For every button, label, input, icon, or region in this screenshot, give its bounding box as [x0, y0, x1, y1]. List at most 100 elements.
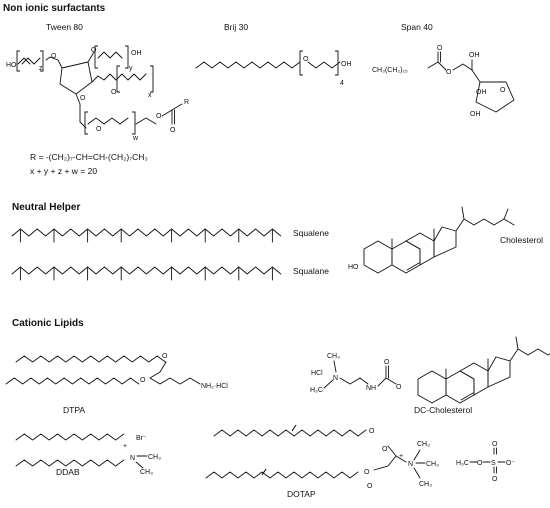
brij30-label: Brij 30: [224, 22, 248, 32]
tween80-y-unit: [97, 51, 123, 59]
squalane-methyl-branches: [19, 266, 273, 281]
dotap-ch3-bottom: CH₃: [419, 481, 432, 488]
brij30-peg-unit: [307, 61, 341, 69]
tween80-ring-o: O: [80, 95, 86, 102]
span40-ring-o: O: [500, 87, 506, 94]
mesulfate-o-minus: O⁻: [506, 460, 515, 467]
span40-label: Span 40: [401, 22, 433, 32]
section-title-cationic: Cationic Lipids: [12, 318, 84, 329]
brij30-structure: Brij 30 O OH 4: [195, 22, 352, 87]
tween80-ester-chain: [135, 117, 157, 125]
section-title-nonionic: Non ionic surfactants: [3, 3, 106, 14]
dc-chol-carbamate: [377, 377, 397, 387]
tween80-z-bracket-left: [16, 50, 20, 72]
span40-ester-bond: [437, 61, 447, 71]
squalene-label: Squalene: [293, 228, 329, 238]
dc-chol-ester-o: O: [396, 384, 402, 391]
brij30-bracket-right: [335, 50, 339, 76]
dotap-ch3-top: CH₃: [417, 441, 430, 448]
ddab-chain-2: [15, 459, 125, 467]
mesulfate-s: S: [491, 460, 496, 467]
span40-chain-link: [427, 61, 439, 69]
tween80-oh-y: OH: [131, 50, 142, 57]
dc-chol-ethyl: [339, 377, 369, 385]
brij30-oh: OH: [341, 61, 352, 68]
dtpa-label: DTPA: [63, 405, 85, 415]
cholesterol-ho: HO: [348, 264, 359, 271]
span40-oh-low: OH: [470, 111, 481, 118]
dtpa-backbone: [149, 361, 201, 385]
span40-oh-mid: OH: [476, 89, 487, 96]
dotap-chain-2: [205, 471, 359, 479]
dc-chol-core: [417, 336, 550, 404]
ddab-ch3-2: CH₃: [148, 454, 161, 461]
dtpa-o1: O: [162, 353, 168, 360]
tween80-r-definition: R = -(CH₂)₇-CH=CH-(CH₂)₇CH₃: [30, 152, 148, 162]
span40-structure: Span 40 CH₃(CH₂)₁₅ O O OH O OH OH: [372, 22, 515, 118]
tween80-x-link: [91, 75, 99, 83]
dc-chol-hcl: HCl: [311, 370, 323, 377]
tween80-idx-x: x: [148, 92, 152, 99]
dc-cholesterol-label: DC-Cholesterol: [414, 405, 472, 415]
squalane-structure: Squalane: [11, 266, 329, 281]
dtpa-amine: NH₂·HCl: [201, 383, 228, 390]
dotap-chain-1: [213, 429, 367, 437]
tween80-z-chain-bond: [17, 57, 31, 65]
brij30-n: 4: [340, 80, 344, 87]
ddab-structure: + N Br⁻ CH₃ CH₃ DDAB: [15, 433, 161, 477]
tween80-r: R: [184, 99, 189, 106]
dotap-carbonyl-o2: O: [367, 483, 373, 490]
tween80-y-bracket-right: [125, 45, 129, 69]
dc-chol-ch3-top: CH₃: [327, 353, 340, 360]
tween80-w-link: [75, 93, 87, 129]
dotap-glycerol: [373, 445, 397, 471]
tween80-y-link: [87, 51, 95, 63]
ddab-chain-1: [15, 433, 125, 441]
dtpa-o2: O: [140, 377, 146, 384]
mesulfate-h3c: H₃C: [456, 460, 469, 467]
tween80-w-unit: [87, 117, 129, 125]
mesulfate-o-bottom: O: [492, 476, 498, 483]
dotap-carbonyl-o1: O: [369, 428, 375, 435]
tween80-z-bracket-right: [40, 50, 44, 72]
dotap-ester-o1: O: [382, 446, 388, 453]
dotap-label: DOTAP: [287, 489, 316, 499]
dotap-ester-o2: O: [364, 469, 370, 476]
tween80-o-x: O: [111, 89, 117, 96]
tween80-idx-y: y: [129, 65, 133, 72]
span40-ring-link: [471, 69, 481, 83]
dc-chol-nh: NH: [366, 385, 376, 392]
squalene-methyl-branches: [19, 228, 273, 243]
ddab-label: DDAB: [56, 467, 80, 477]
ddab-ch3: CH₃: [140, 469, 153, 476]
ddab-br: Br⁻: [136, 435, 147, 442]
tween80-o-z: O: [51, 53, 57, 60]
tween80-y-bracket-left: [94, 45, 98, 69]
dotap-n-link: [395, 455, 407, 463]
dotap-cis-1: [291, 424, 297, 432]
dc-chol-steroid: [417, 336, 550, 404]
section-title-neutral: Neutral Helper: [12, 202, 80, 213]
brij30-bracket-left: [299, 50, 303, 76]
tween80-z-unit: [21, 57, 41, 65]
span40-ring: [475, 81, 515, 113]
span40-oh-top: OH: [469, 52, 480, 59]
dc-cholesterol-structure: HCl CH₃ N H₃C NH O O DC-Cholesterol: [310, 336, 550, 415]
brij30-o: O: [303, 56, 309, 63]
tween80-idx-w: w: [132, 135, 139, 142]
dc-chol-h3c-bond: [323, 379, 334, 389]
tween80-ring: [59, 61, 93, 95]
tween80-carbonyl-o: O: [170, 127, 176, 134]
dotap-n: N: [408, 461, 413, 468]
tween80-w-bracket-right: [132, 111, 136, 135]
tween80-x-unit: [97, 73, 147, 81]
span40-chain: CH₃(CH₂)₁₅: [372, 67, 408, 74]
dc-chol-n-ch3-bond: [333, 360, 337, 373]
dotap-cis-2: [261, 468, 267, 476]
mesulfate-o: O: [477, 460, 483, 467]
tween80-idx-z: z: [39, 65, 43, 72]
span40-ester-o: O: [446, 69, 452, 76]
dtpa-chain-1: [15, 355, 166, 363]
dc-chol-carbonyl-o: O: [384, 359, 390, 366]
